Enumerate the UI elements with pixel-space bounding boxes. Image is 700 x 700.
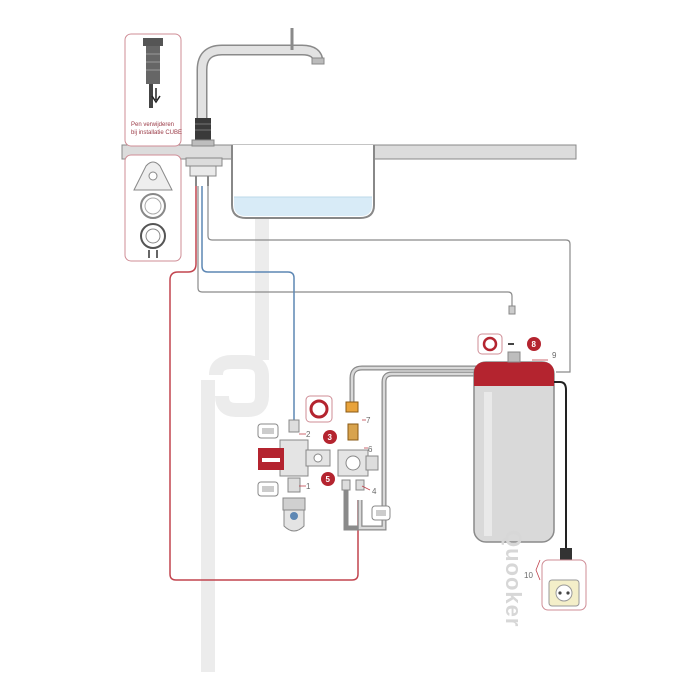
cube-note-line2: bij installatie CUBE <box>131 130 182 136</box>
label-10: 10 <box>524 571 533 580</box>
valve-group-right <box>337 401 379 491</box>
badge-5 <box>321 472 335 486</box>
label-2: 2 <box>306 430 311 439</box>
label-9: 9 <box>552 351 557 360</box>
hot-water-pipe <box>169 186 359 581</box>
sink-icon <box>231 145 375 219</box>
label-4: 4 <box>372 487 377 496</box>
label-3: 3 <box>328 433 333 442</box>
label-6: 6 <box>368 445 373 454</box>
washer-ring-icon <box>305 305 516 423</box>
tap-icon <box>185 28 325 186</box>
pressure-gauge-icon <box>257 423 391 521</box>
brand-text: Quooker <box>501 530 526 627</box>
control-lines <box>197 186 571 373</box>
socket-icon <box>541 559 587 611</box>
label-8: 8 <box>532 340 537 349</box>
drain-trap-icon <box>201 210 269 672</box>
label-7: 7 <box>366 416 371 425</box>
label-1: 1 <box>306 482 311 491</box>
leader-lines <box>299 359 548 581</box>
cube-note-line1: Pen verwijderen <box>131 122 174 128</box>
label-5: 5 <box>326 475 331 484</box>
badge-8 <box>527 337 541 351</box>
plug-icon <box>554 381 572 570</box>
cube-note-panel: Pen verwijderen bij installatie CUBE <box>124 33 182 147</box>
component-labels: 1 2 3 4 5 6 7 8 9 10 <box>306 337 557 580</box>
cold-water-pipe <box>201 186 295 420</box>
valve-group-left <box>258 419 331 532</box>
tank-icon: Quooker <box>473 351 555 627</box>
mounting-parts-panel <box>124 154 182 262</box>
badge-3 <box>323 430 337 444</box>
